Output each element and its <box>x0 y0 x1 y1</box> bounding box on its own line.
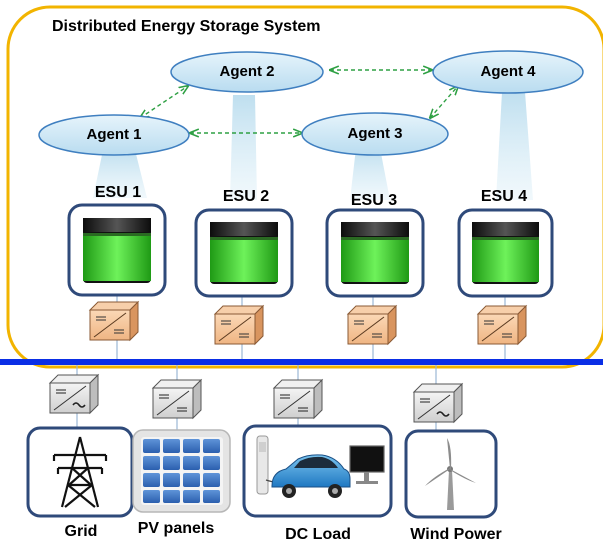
dc-dc-converter-icon <box>151 378 203 420</box>
agent-2-node <box>170 51 324 93</box>
dc-ac-converter-icon <box>48 373 100 415</box>
battery-icon <box>472 222 539 284</box>
esu-3-label: ESU 3 <box>350 192 398 209</box>
dc-dc-converter-icon <box>213 304 265 346</box>
source-pv-panels <box>132 429 231 513</box>
dc-ac-converter-icon <box>412 382 464 424</box>
grid-label: Grid <box>64 523 98 540</box>
dc-load-label: DC Load <box>285 526 351 543</box>
dc-bus <box>0 359 603 365</box>
diagram-title: Distributed Energy Storage System <box>52 18 321 35</box>
agent-4-node <box>432 50 584 94</box>
agent-4-label: Agent 4 <box>480 63 536 80</box>
battery-icon <box>83 218 151 283</box>
battery-icon <box>210 222 278 284</box>
dc-dc-converter-icon <box>346 304 398 346</box>
solar-panel-icon <box>132 429 231 513</box>
esu-2-unit <box>194 208 294 298</box>
sources <box>26 424 498 519</box>
beam-agent-4 <box>496 92 533 200</box>
beam-agent-1 <box>93 150 147 198</box>
beam-agent-3 <box>350 148 390 200</box>
agent-3-label: Agent 3 <box>347 125 403 142</box>
system-boundary <box>6 5 603 369</box>
agent-2-label: Agent 2 <box>219 63 275 80</box>
agent-beams <box>93 92 533 200</box>
dc-dc-converter-icon <box>272 378 324 420</box>
grid-frame <box>26 426 134 518</box>
dc-dc-converter-icon <box>476 304 528 346</box>
agent-1-node <box>38 114 190 156</box>
agent-1-label: Agent 1 <box>86 126 142 143</box>
esu-2-label: ESU 2 <box>222 188 270 205</box>
wind-turbine-icon <box>425 438 476 510</box>
esu-units <box>67 203 554 298</box>
esu-4-label: ESU 4 <box>480 188 528 205</box>
esu-converters <box>88 300 528 346</box>
beam-agent-2 <box>230 95 257 200</box>
agent-links <box>140 70 458 133</box>
battery-icon <box>341 222 409 284</box>
wind-power-label: Wind Power <box>410 526 502 543</box>
esu-1-label: ESU 1 <box>94 184 142 201</box>
ev-and-monitor-icon <box>256 435 385 498</box>
agents <box>38 50 584 156</box>
agent-3-node <box>301 112 449 156</box>
link-agent3-agent4 <box>430 86 458 118</box>
source-wind-power <box>404 429 498 519</box>
esu-4-unit <box>457 208 554 298</box>
transmission-tower-icon <box>52 436 108 508</box>
source-converters <box>48 373 464 424</box>
link-agent1-agent2 <box>140 86 188 118</box>
esu-3-unit <box>325 208 425 298</box>
esu-1-unit <box>67 203 167 297</box>
source-grid <box>26 426 134 518</box>
pv-panels-label: PV panels <box>137 520 215 537</box>
source-dc-load <box>242 424 393 518</box>
dc-dc-converter-icon <box>88 300 140 342</box>
